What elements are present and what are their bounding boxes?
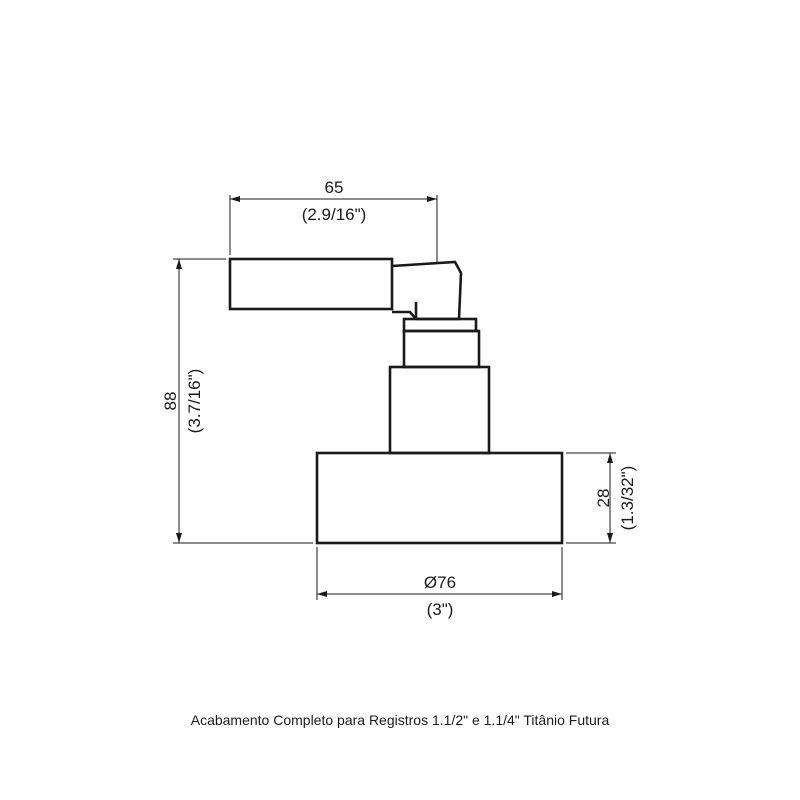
arrowhead-right [427,196,437,202]
dimension-handle-length: 65 (2.9/16") [229,178,438,262]
base-flange [315,451,564,545]
handle-length-value: 65 [325,178,344,197]
base-diameter-value: Ø76 [424,573,456,592]
arrowhead-left [317,591,327,597]
lever-elbow [391,260,463,321]
arrowhead-bottom [607,533,613,543]
valve-finish-part [228,257,564,545]
arrowhead-right [552,591,562,597]
collar-ring [402,317,478,333]
base-height-value: 28 [594,489,613,508]
arrowhead-bottom [176,533,182,543]
arrowhead-top [176,259,182,269]
dimension-base-diameter: Ø76 (3") [316,547,563,619]
arrowhead-left [230,196,240,202]
lever-handle [228,257,394,311]
dimension-base-height: 28 (1.3/32") [566,452,637,544]
total-height-inch: (3.7/16") [185,369,204,434]
stem-sleeve [388,365,491,455]
spindle-cap [402,329,481,369]
handle-length-inch: (2.9/16") [302,205,367,224]
arrowhead-top [607,453,613,463]
product-caption: Acabamento Completo para Registros 1.1/2… [191,712,610,728]
base-diameter-inch: (3") [427,600,454,619]
total-height-value: 88 [161,392,180,411]
base-height-inch: (1.3/32") [618,466,637,531]
dimension-total-height: 88 (3.7/16") [161,258,313,544]
